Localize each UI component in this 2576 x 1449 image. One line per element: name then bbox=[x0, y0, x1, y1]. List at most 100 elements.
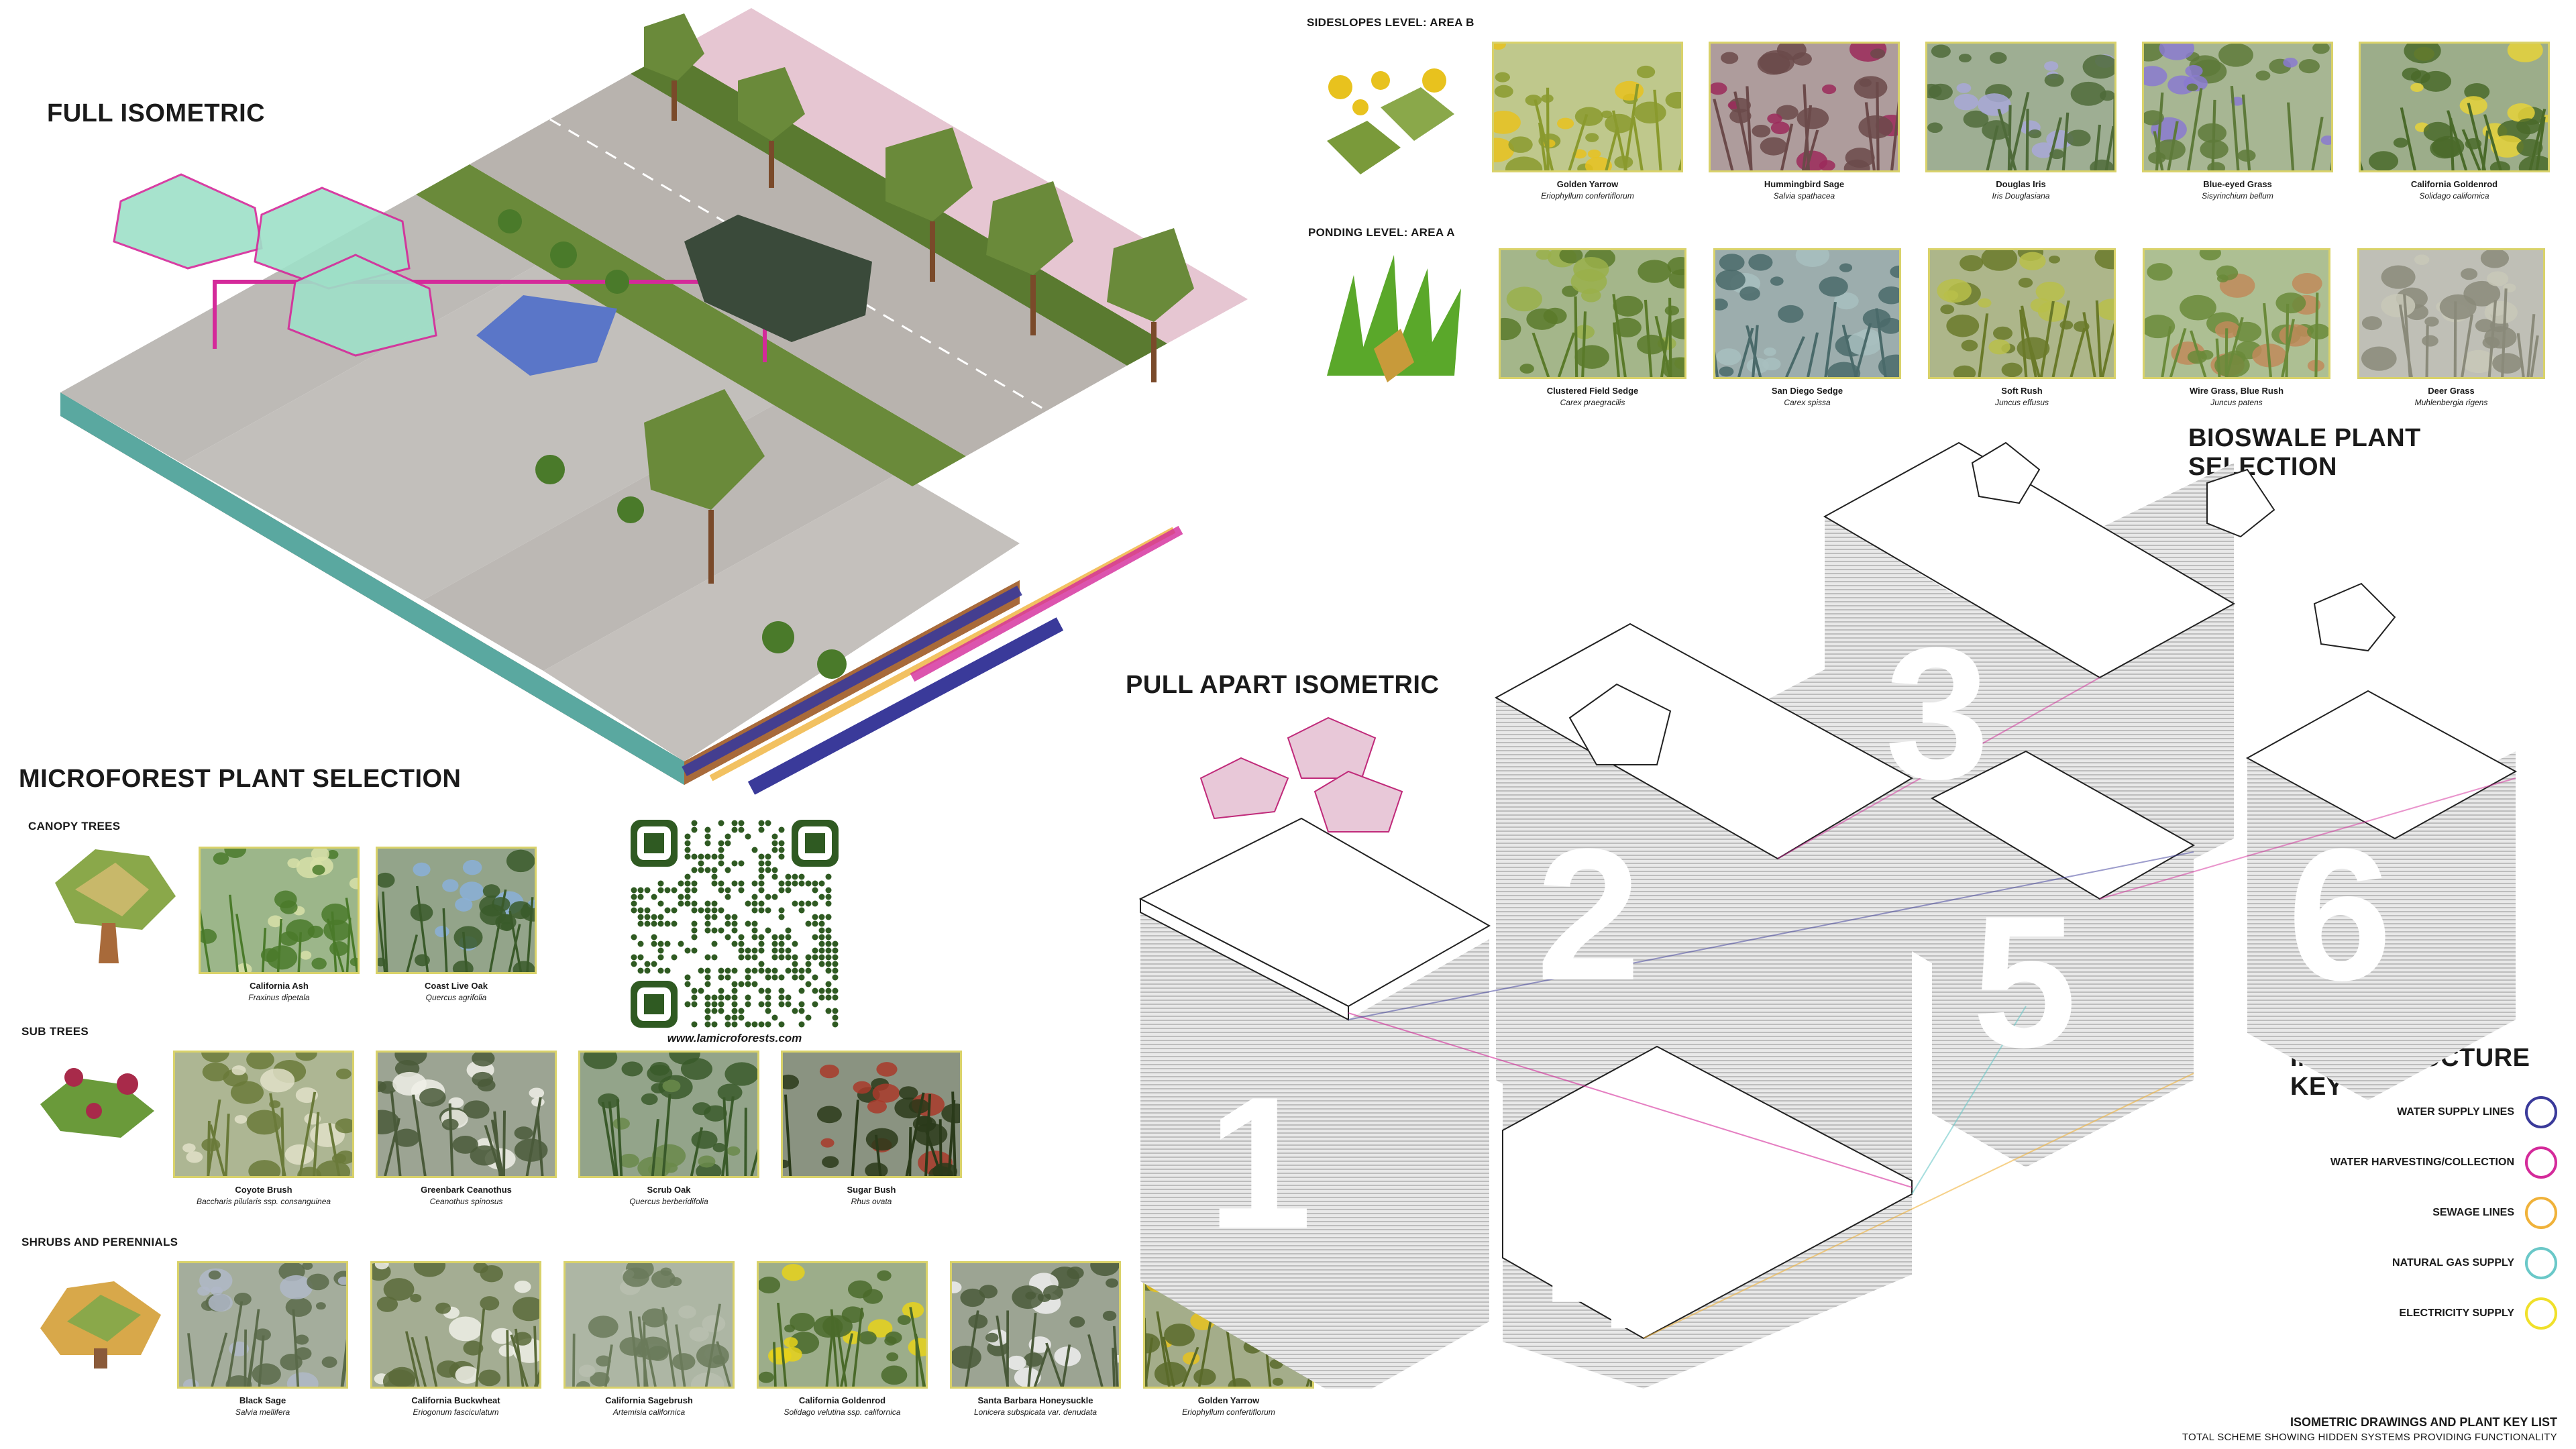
infrastructure-ring-icon bbox=[2525, 1146, 2557, 1179]
shrub-plant-photo bbox=[177, 1261, 348, 1389]
infrastructure-key-row: WATER SUPPLY LINES bbox=[2397, 1096, 2557, 1128]
section-number-6: 6 bbox=[2288, 810, 2392, 1020]
pull-apart-title: PULL APART ISOMETRIC bbox=[1126, 671, 1440, 699]
section-number-5: 5 bbox=[1972, 877, 2077, 1087]
plant-latin-name: Quercus berberidifolia bbox=[629, 1197, 708, 1206]
plant-common-name: San Diego Sedge bbox=[1771, 386, 1843, 396]
plant-common-name: California Goldenrod bbox=[2410, 179, 2498, 189]
qr-code-image[interactable] bbox=[631, 820, 839, 1028]
infrastructure-ring-icon bbox=[2525, 1247, 2557, 1279]
plant-common-name: Douglas Iris bbox=[1996, 179, 2046, 189]
infrastructure-key-label: SEWAGE LINES bbox=[2432, 1207, 2514, 1218]
infrastructure-key-row: WATER HARVESTING/COLLECTION bbox=[2330, 1146, 2557, 1179]
plant-latin-name: Iris Douglasiana bbox=[1992, 191, 2050, 201]
plant-common-name: Golden Yarrow bbox=[1197, 1395, 1260, 1405]
plant-common-name: Greenbark Ceanothus bbox=[421, 1185, 512, 1195]
sideslopes-plant-icon bbox=[1327, 68, 1454, 174]
plant-latin-name: Quercus agrifolia bbox=[425, 993, 487, 1002]
shrub-plant-photo bbox=[950, 1261, 1121, 1389]
ponding-plant-photo bbox=[1499, 248, 1686, 379]
sideslopes-plant-photo bbox=[2359, 42, 2550, 172]
plant-latin-name: Solidago californica bbox=[2419, 191, 2489, 201]
plant-latin-name: Carex praegracilis bbox=[1560, 398, 1625, 407]
full-isometric-title: FULL ISOMETRIC bbox=[47, 99, 266, 127]
sub-trees-label: SUB TREES bbox=[21, 1025, 89, 1038]
subtree-plant-photo bbox=[376, 1051, 557, 1178]
plant-common-name: California Sagebrush bbox=[605, 1395, 693, 1405]
shrub-plant-photo bbox=[757, 1261, 928, 1389]
plant-latin-name: Juncus patens bbox=[2210, 398, 2263, 407]
shrub-icon bbox=[40, 1281, 161, 1368]
shrubs-label: SHRUBS AND PERENNIALS bbox=[21, 1236, 178, 1248]
footer-subtitle: TOTAL SCHEME SHOWING HIDDEN SYSTEMS PROV… bbox=[2182, 1432, 2557, 1443]
plant-latin-name: Artemisia californica bbox=[612, 1407, 686, 1417]
plant-common-name: Santa Barbara Honeysuckle bbox=[977, 1395, 1093, 1405]
plant-common-name: Clustered Field Sedge bbox=[1546, 386, 1639, 396]
infrastructure-ring-icon bbox=[2525, 1096, 2557, 1128]
ponding-plant-icon bbox=[1327, 255, 1461, 382]
full-isometric-drawing bbox=[60, 8, 1248, 795]
pull-apart-drawing: 1 2 3 4 5 6 bbox=[1138, 441, 2518, 1389]
plant-common-name: California Ash bbox=[250, 981, 309, 991]
section-number-2: 2 bbox=[1536, 810, 1641, 1020]
infrastructure-key-row: SEWAGE LINES bbox=[2432, 1197, 2557, 1229]
ponding-plant-photo bbox=[2143, 248, 2330, 379]
plant-common-name: Golden Yarrow bbox=[1556, 179, 1619, 189]
plant-common-name: Hummingbird Sage bbox=[1764, 179, 1845, 189]
sideslopes-plant-photo bbox=[1925, 42, 2116, 172]
plant-latin-name: Salvia mellifera bbox=[235, 1407, 290, 1417]
ponding-plant-photo bbox=[2357, 248, 2545, 379]
plant-latin-name: Ceanothus spinosus bbox=[429, 1197, 503, 1206]
subtree-plant-photo bbox=[173, 1051, 354, 1178]
ponding-plant-photo bbox=[1928, 248, 2116, 379]
sideslopes-plant-photo bbox=[1492, 42, 1683, 172]
infrastructure-key-label: WATER HARVESTING/COLLECTION bbox=[2330, 1157, 2514, 1168]
plant-latin-name: Solidago velutina ssp. californica bbox=[784, 1407, 901, 1417]
ponding-plant-photo bbox=[1713, 248, 1901, 379]
plant-latin-name: Muhlenbergia rigens bbox=[2414, 398, 2488, 407]
infrastructure-key-label: WATER SUPPLY LINES bbox=[2397, 1106, 2514, 1118]
section-number-3: 3 bbox=[1885, 609, 1990, 818]
plant-common-name: California Buckwheat bbox=[411, 1395, 500, 1405]
subtree-plant-photo bbox=[781, 1051, 962, 1178]
plant-common-name: Blue-eyed Grass bbox=[2203, 179, 2272, 189]
plant-latin-name: Salvia spathacea bbox=[1773, 191, 1835, 201]
canopy-trees-label: CANOPY TREES bbox=[28, 820, 121, 833]
plant-latin-name: Eriophyllum confertiflorum bbox=[1541, 191, 1634, 201]
plant-common-name: Sugar Bush bbox=[847, 1185, 896, 1195]
canopy-plant-photo bbox=[376, 847, 537, 974]
ponding-label: PONDING LEVEL: AREA A bbox=[1308, 226, 1455, 239]
section-number-1: 1 bbox=[1208, 1059, 1312, 1268]
plant-latin-name: Baccharis pilularis ssp. consanguinea bbox=[196, 1197, 331, 1206]
infrastructure-ring-icon bbox=[2525, 1297, 2557, 1330]
plant-common-name: Black Sage bbox=[239, 1395, 286, 1405]
canopy-plant-photo bbox=[199, 847, 360, 974]
plant-latin-name: Eriogonum fasciculatum bbox=[413, 1407, 499, 1417]
infrastructure-key-label: NATURAL GAS SUPPLY bbox=[2392, 1257, 2514, 1269]
subtree-plant-photo bbox=[578, 1051, 759, 1178]
plant-common-name: Scrub Oak bbox=[647, 1185, 691, 1195]
qr-url-link[interactable]: www.lamicroforests.com bbox=[667, 1032, 802, 1044]
plant-latin-name: Fraxinus dipetala bbox=[248, 993, 310, 1002]
plant-latin-name: Lonicera subspicata var. denudata bbox=[973, 1407, 1097, 1417]
plant-common-name: California Goldenrod bbox=[798, 1395, 886, 1405]
plant-latin-name: Sisyrinchium bellum bbox=[2202, 191, 2273, 201]
plant-common-name: Coyote Brush bbox=[235, 1185, 292, 1195]
plant-common-name: Soft Rush bbox=[2001, 386, 2043, 396]
infrastructure-key-row: NATURAL GAS SUPPLY bbox=[2392, 1247, 2557, 1279]
